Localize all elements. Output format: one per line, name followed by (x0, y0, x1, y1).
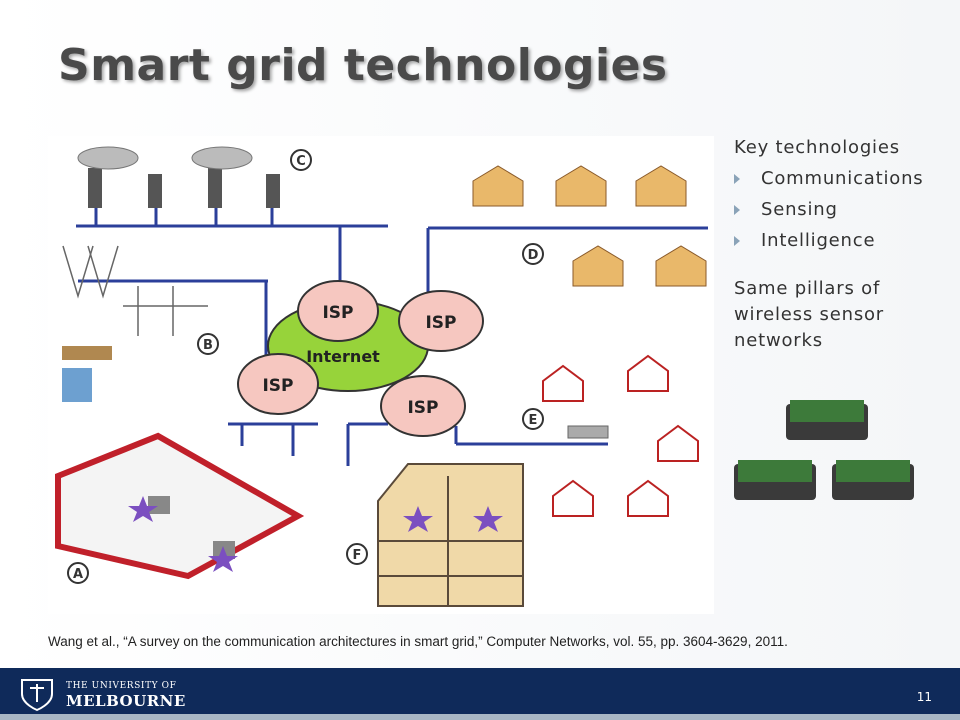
logo-line-1: THE UNIVERSITY OF (66, 681, 177, 691)
bullet-item-sensing: Sensing (734, 194, 954, 225)
ev-chargers (77, 146, 280, 208)
footer-stripe (0, 714, 960, 720)
bullets-heading: Key technologies (734, 137, 900, 158)
isp-label-3: ISP (262, 376, 293, 396)
smart-grid-diagram: Internet ISP ISP ISP ISP (48, 136, 714, 614)
section-letter-b: B (203, 338, 213, 353)
substation (55, 432, 305, 580)
key-technologies-list: Key technologies Communications Sensing … (734, 132, 954, 354)
sensor-boards-image (734, 400, 914, 500)
citation: Wang et al., “A survey on the communicat… (48, 634, 788, 649)
pillars-paragraph: Same pillars of wireless sensor networks (734, 278, 885, 351)
slide-title: Smart grid technologies (58, 40, 668, 91)
bullet-item-communications: Communications (734, 163, 954, 194)
bullet-item-intelligence: Intelligence (734, 225, 954, 256)
section-letter-a: A (73, 567, 83, 582)
section-letter-e: E (529, 413, 538, 428)
section-letter-f: F (353, 548, 362, 563)
bullet-arrow-icon (734, 205, 740, 215)
section-letter-d: D (528, 248, 539, 263)
isp-label-4: ISP (407, 398, 438, 418)
university-logo: THE UNIVERSITY OF MELBOURNE (18, 676, 185, 712)
internet-label: Internet (306, 347, 380, 366)
footer-bar: THE UNIVERSITY OF MELBOURNE 11 (0, 668, 960, 720)
bullet-arrow-icon (734, 174, 740, 184)
smart-home (377, 463, 524, 607)
section-letter-c: C (296, 154, 306, 169)
bullet-arrow-icon (734, 236, 740, 246)
crest-icon (21, 679, 53, 712)
isp-label-2: ISP (425, 313, 456, 333)
isp-label-1: ISP (322, 303, 353, 323)
logo-line-2: MELBOURNE (66, 692, 186, 710)
page-number: 11 (916, 690, 932, 704)
